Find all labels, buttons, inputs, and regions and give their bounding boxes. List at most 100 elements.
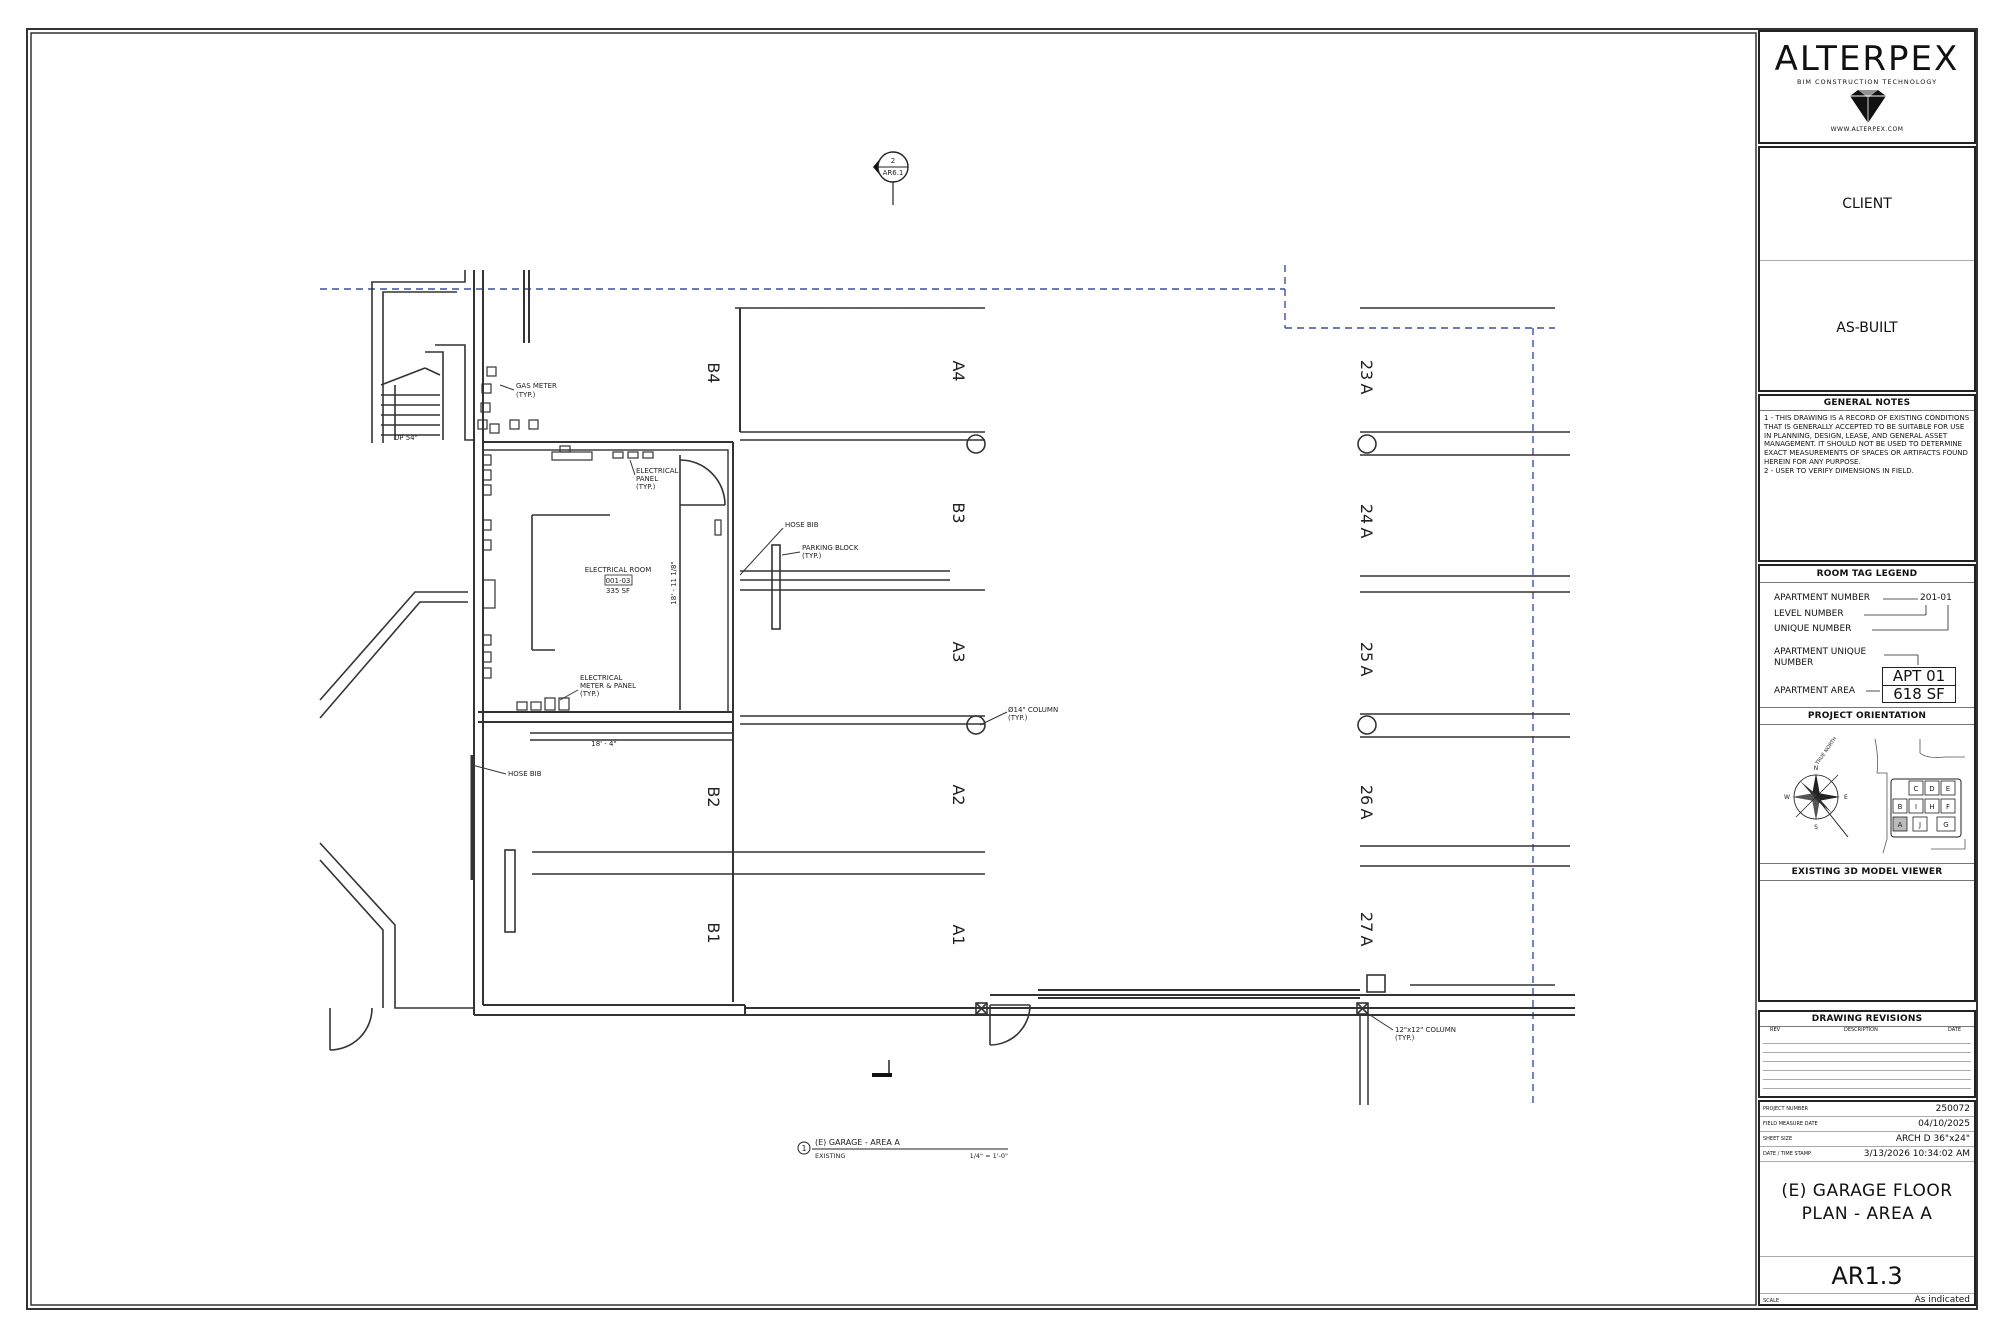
logo-tagline: BIM CONSTRUCTION TECHNOLOGY [1796, 78, 1938, 86]
legend-sample-tag: 201-01 [1920, 593, 1952, 603]
view-title: 1 (E) GARAGE - AREA A EXISTING 1/4" = 1'… [797, 1138, 1008, 1160]
parking-block [771, 544, 781, 630]
legend-sample-box: APT 01 618 SF [1882, 667, 1956, 703]
info-row: DATE / TIME STAMP 3/13/2026 10:34:02 AM [1760, 1147, 1974, 1162]
info-value: 250072 [1935, 1104, 1970, 1114]
legend-sample-apt: APT 01 [1883, 668, 1955, 686]
logo-name: ALTERPEX [1774, 39, 1960, 79]
legend-unique-number: UNIQUE NUMBER [1774, 624, 1852, 634]
break-mark [872, 1060, 892, 1077]
key-plan-g: G [1943, 821, 1948, 829]
legend-apartment-area: APARTMENT AREA [1774, 686, 1856, 696]
info-row: PROJECT NUMBER 250072 [1760, 1102, 1974, 1117]
section-marker-number: 2 [891, 157, 895, 165]
round-columns [966, 434, 1377, 735]
logo-url: WWW.ALTERPEX.COM [1830, 126, 1904, 133]
info-row: FIELD MEASURE DATE 04/10/2025 [1760, 1117, 1974, 1132]
client-panel: CLIENT AS-BUILT [1758, 146, 1976, 392]
room-dim-horizontal: 18' - 4" [591, 740, 616, 748]
project-info-panel: PROJECT NUMBER 250072 FIELD MEASURE DATE… [1758, 1100, 1976, 1306]
section-marker: 2 AR6.1 [873, 151, 909, 205]
legend-title: ROOM TAG LEGEND [1760, 566, 1974, 583]
stall-label-a25: 25 [1357, 642, 1376, 662]
key-plan-d: D [1929, 785, 1934, 793]
stall-label-b2: B2 [704, 786, 723, 807]
client-label: CLIENT [1842, 196, 1892, 212]
info-value: 3/13/2026 10:34:02 AM [1863, 1149, 1970, 1159]
info-row: SHEET SIZE ARCH D 36"x24" [1760, 1132, 1974, 1147]
legend-level-number: LEVEL NUMBER [1774, 609, 1844, 619]
doors [329, 1004, 1031, 1051]
gas-meters [477, 366, 539, 434]
compass-rose-icon: N E S W TRUE NORTH [1784, 737, 1849, 837]
electrical-panels [482, 445, 722, 711]
compass-e: E [1844, 794, 1848, 801]
stall-prefix-a25: A [1357, 666, 1376, 677]
info-value: ARCH D 36"x24" [1895, 1134, 1970, 1144]
room-number: 001-03 [606, 577, 631, 585]
drawing-revisions-panel: DRAWING REVISIONS REV DESCRIPTION DATE [1758, 1010, 1976, 1098]
room-tag-legend-panel: ROOM TAG LEGEND APARTMENT NUMBER LEVEL N… [1758, 564, 1976, 1002]
revisions-rows [1763, 1035, 1971, 1089]
leader-lines [471, 384, 1394, 1031]
true-north-label: TRUE NORTH [1814, 737, 1838, 767]
room-dim-vertical: 18' - 11 1/8" [670, 561, 678, 604]
compass-n: N [1814, 765, 1819, 772]
sheet-border-inner [30, 32, 1757, 1306]
info-label: SHEET SIZE [1763, 1136, 1793, 1142]
key-plan-e: E [1946, 785, 1950, 793]
general-notes-title: GENERAL NOTES [1760, 396, 1974, 411]
info-value: 04/10/2025 [1918, 1119, 1970, 1129]
stall-label-a2: A2 [949, 784, 968, 805]
stall-label-b1: B1 [704, 922, 723, 943]
stall-lines [530, 307, 1570, 1105]
property-line-dashed [320, 265, 1555, 1105]
stall-label-a23: 23 [1357, 360, 1376, 380]
title-block: ALTERPEX BIM CONSTRUCTION TECHNOLOGY WWW… [1758, 30, 1976, 1306]
asbuilt-label: AS-BUILT [1836, 320, 1898, 336]
room-name: ELECTRICAL ROOM [585, 566, 652, 574]
key-plan-c: C [1914, 785, 1919, 793]
revisions-title: DRAWING REVISIONS [1760, 1012, 1974, 1027]
info-label: PROJECT NUMBER [1763, 1106, 1808, 1112]
sheet-border-outer [26, 28, 1978, 1310]
stall-label-a27: 27 [1357, 912, 1376, 932]
note-round-column: Ø14" COLUMN(TYP.) [1008, 706, 1058, 722]
walls [473, 270, 1575, 1016]
info-label: FIELD MEASURE DATE [1763, 1121, 1818, 1127]
orientation-title: PROJECT ORIENTATION [1760, 707, 1974, 725]
stall-prefix-a26: A [1357, 809, 1376, 820]
floor-plan [319, 265, 1575, 1105]
room-area: 335 SF [606, 587, 630, 595]
key-plan-i: I [1915, 803, 1917, 811]
key-plan-h: H [1929, 803, 1934, 811]
stall-label-b4: B4 [704, 362, 723, 383]
stair-label: UP 54" [394, 434, 418, 442]
key-plan-f: F [1946, 803, 1950, 811]
revisions-col-description: DESCRIPTION [1844, 1027, 1878, 1033]
stall-prefix-a24: A [1357, 528, 1376, 539]
view-number: 1 [801, 1144, 806, 1153]
stall-label-b3: B3 [949, 502, 968, 523]
key-plan-a: A [1898, 821, 1903, 829]
key-plan-b: B [1898, 803, 1903, 811]
info-label: DATE / TIME STAMP [1763, 1151, 1812, 1157]
note-square-column: 12"x12" COLUMN(TYP.) [1395, 1026, 1456, 1042]
legend-apartment-number: APARTMENT NUMBER [1774, 593, 1871, 603]
stall-label-a3: A3 [949, 641, 968, 662]
model-viewer-label[interactable]: EXISTING 3D MODEL VIEWER [1760, 863, 1974, 881]
sheet-number: AR1.3 [1831, 1262, 1903, 1290]
view-title-text: (E) GARAGE - AREA A [815, 1138, 900, 1147]
stall-prefix-a27: A [1357, 936, 1376, 947]
revisions-col-date: DATE [1948, 1027, 1962, 1033]
diamond-logo-icon [1850, 90, 1886, 123]
note-hose-bib-left: HOSE BIB [508, 770, 542, 778]
key-plan-j: J [1918, 821, 1921, 829]
legend-leaders [1864, 598, 1949, 692]
legend-apartment-unique-number: APARTMENT UNIQUE NUMBER [1774, 647, 1867, 668]
stall-label-a26: 26 [1357, 785, 1376, 805]
